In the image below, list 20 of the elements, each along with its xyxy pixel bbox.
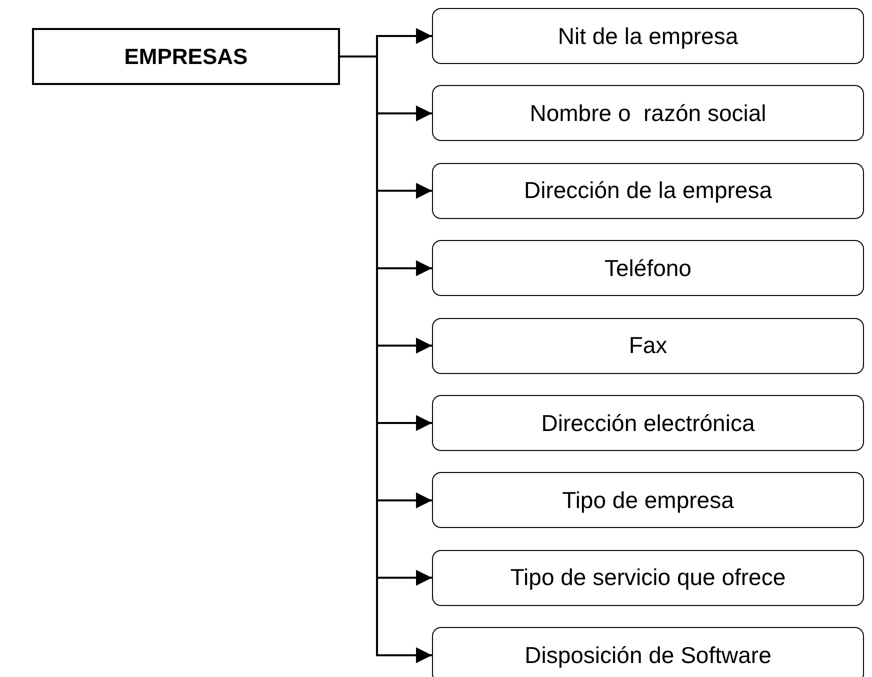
attribute-box <box>432 472 864 528</box>
title-box <box>32 28 340 85</box>
attribute-box <box>432 85 864 142</box>
box-label: Tipo de servicio que ofrece <box>510 564 786 592</box>
box-label: Fax <box>628 332 668 360</box>
attribute-box <box>432 395 864 451</box>
box-label: Nit de la empresa <box>558 22 738 50</box>
attribute-box <box>432 318 864 374</box>
attribute-box <box>432 627 864 677</box>
attribute-box <box>432 8 864 64</box>
attribute-box <box>432 162 864 219</box>
box-label: Nombre o razón social <box>530 100 766 127</box>
box-label: Dirección electrónica <box>541 410 755 436</box>
attribute-box <box>432 240 864 296</box>
box-label: Dirección de la empresa <box>524 177 772 204</box>
box-label: Tipo de empresa <box>562 486 734 514</box>
box-label: Disposición de Software <box>524 642 772 669</box>
attribute-box <box>432 550 864 606</box>
box-label: Teléfono <box>604 254 692 282</box>
box-label: EMPRESAS <box>124 44 248 70</box>
